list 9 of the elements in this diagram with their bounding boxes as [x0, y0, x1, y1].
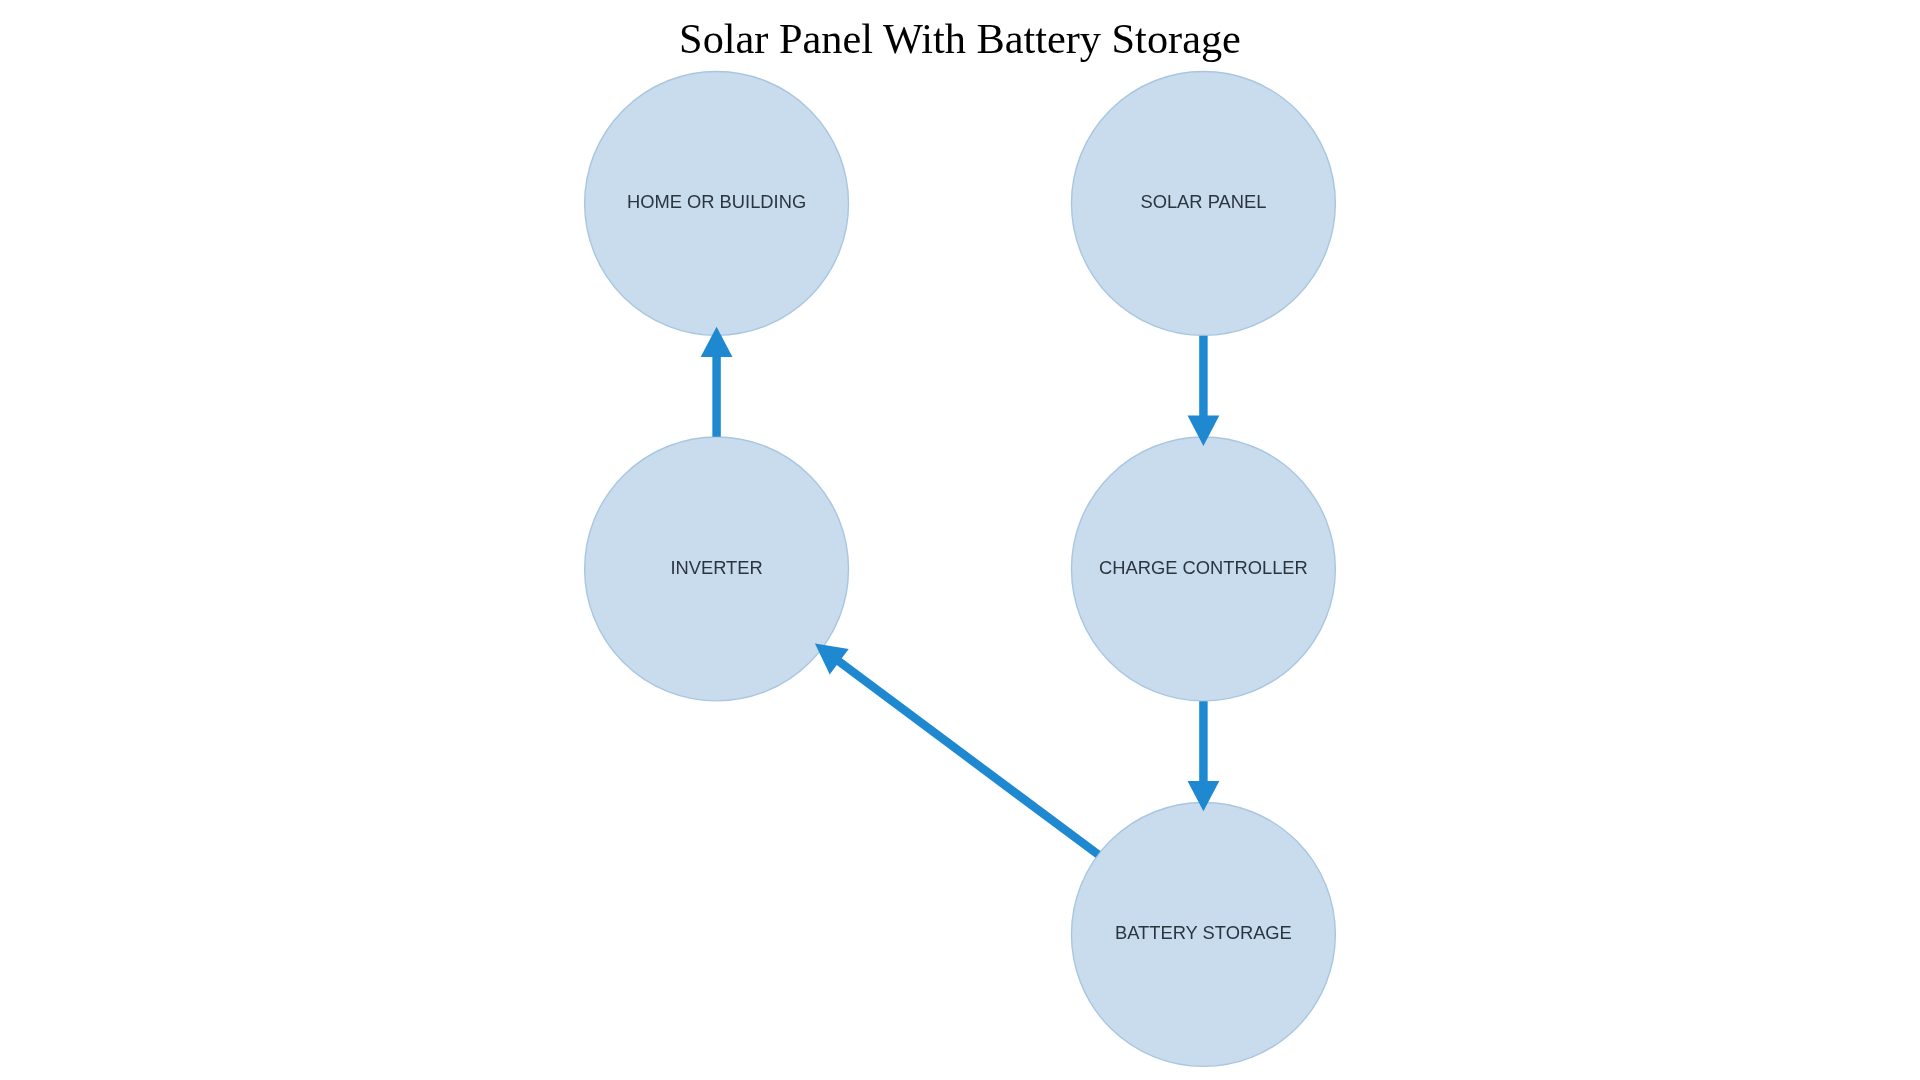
node-circle: CHARGE CONTROLLER	[1070, 436, 1337, 702]
arrow	[700, 326, 733, 437]
diagram-title: Solar Panel With Battery Storage	[679, 15, 1241, 63]
node-circle: HOME OR BUILDING	[583, 70, 850, 337]
arrow	[1187, 335, 1220, 446]
node-circle: BATTERY STORAGE	[1070, 801, 1337, 1068]
arrow	[1187, 701, 1220, 812]
arrow	[814, 643, 1101, 858]
node-circle: SOLAR PANEL	[1070, 70, 1337, 337]
